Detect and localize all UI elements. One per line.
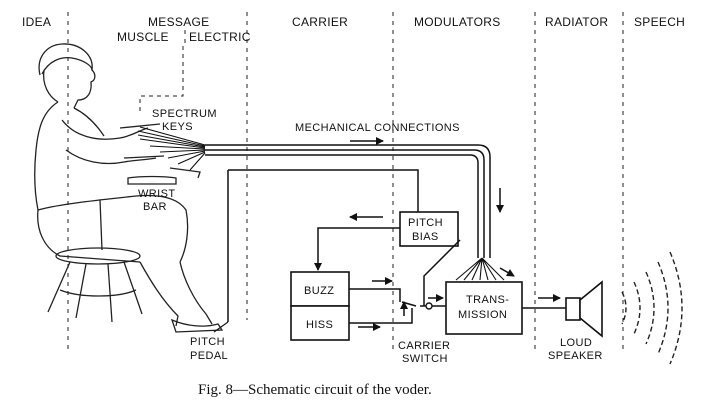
label-mechanical-connections: MECHANICAL CONNECTIONS [295, 122, 460, 134]
transmission-fan-wires [455, 257, 505, 281]
label-buzz: BUZZ [304, 285, 334, 297]
label-speaker: SPEAKER [548, 350, 603, 362]
buzz-output-wire [349, 288, 401, 302]
key-bundle-wires [205, 144, 491, 258]
wrist-bar [127, 175, 177, 185]
operator-foot [170, 318, 224, 333]
header-idea: IDEA [22, 15, 51, 29]
buzz-box: BUZZ [290, 271, 350, 307]
column-headers: IDEA MESSAGE MUSCLE ELECTRIC CARRIER MOD… [22, 15, 685, 44]
operator-figure [34, 43, 224, 333]
header-modulators: MODULATORS [414, 15, 501, 29]
stool [47, 247, 143, 323]
label-transmission-2: MISSION [458, 309, 507, 321]
stool-legs [47, 261, 143, 323]
header-radiator: RADIATOR [545, 15, 608, 29]
label-spectrum: SPECTRUM [152, 108, 217, 120]
label-pitch-bias-2: BIAS [412, 231, 439, 243]
figure-caption: Fig. 8—Schematic circuit of the voder. [198, 382, 432, 398]
header-electric: ELECTRIC [189, 30, 251, 44]
header-speech: SPEECH [634, 15, 685, 29]
spectrum-keys [137, 126, 206, 179]
header-carrier: CARRIER [292, 15, 348, 29]
header-muscle: MUSCLE [117, 30, 169, 44]
label-hiss: HISS [306, 319, 333, 331]
label-carrier-switch-1: CARRIER [398, 340, 450, 352]
label-pitch-pedal-2: PEDAL [190, 350, 228, 362]
label-pitch-bias-1: PITCH [408, 217, 443, 229]
stool-seat [55, 247, 141, 265]
sound-waves [621, 251, 683, 365]
transmission-box: TRANS- MISSION [445, 281, 523, 335]
label-loud: LOUD [560, 337, 592, 349]
pitch-bias-box: PITCH BIAS [399, 211, 459, 247]
label-pitch-pedal-1: PITCH [190, 336, 225, 348]
operator-lap [37, 194, 189, 263]
loudspeaker [565, 280, 603, 338]
pitch-bias-to-buzz-wire [314, 227, 400, 271]
hiss-output-wire [349, 308, 413, 324]
operator-head [38, 43, 96, 109]
label-wrist: WRIST [138, 188, 175, 200]
hiss-box: HISS [290, 305, 350, 341]
header-message: MESSAGE [148, 15, 209, 29]
operator-arm-upper [61, 119, 149, 140]
operator-arm-lower [65, 149, 157, 165]
carrier-switch-node [425, 302, 433, 310]
label-carrier-switch-2: SWITCH [402, 353, 448, 365]
label-transmission-1: TRANS- [466, 294, 509, 306]
label-keys: KEYS [162, 121, 193, 133]
muscle-electric-boundary [139, 46, 184, 112]
operator-torso [34, 101, 59, 211]
label-bar: BAR [143, 201, 167, 213]
stage-dividers [67, 12, 624, 352]
operator-leg [139, 261, 179, 327]
